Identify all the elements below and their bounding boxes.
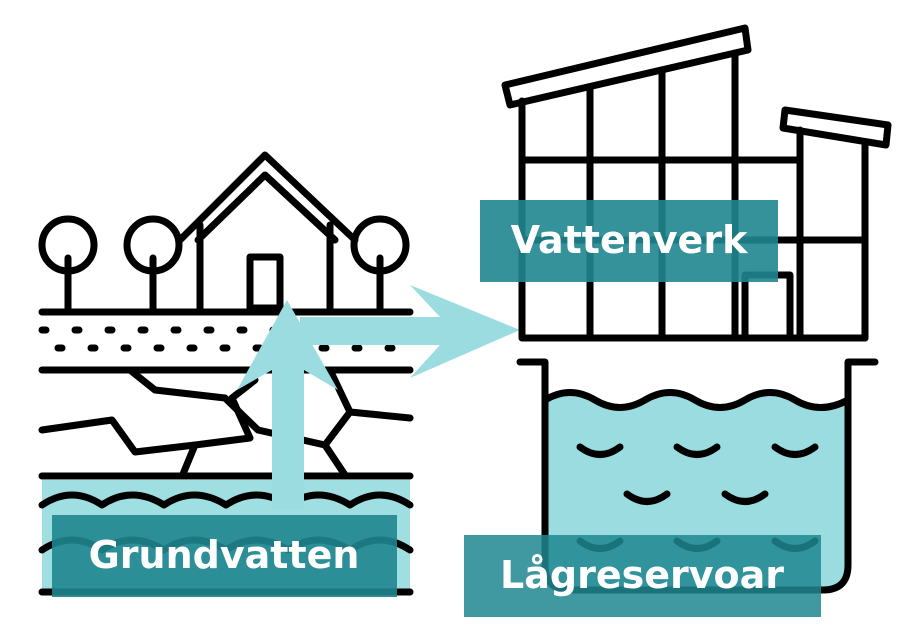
soil-layers [38,308,414,480]
waterworks-building-icon [501,24,892,342]
waterworks-label-text: Vattenverk [511,218,748,262]
trees-icon [38,215,410,312]
house-icon [176,151,359,312]
waterworks-label: Vattenverk [480,200,778,282]
groundwater-label: Grundvatten [52,515,397,597]
reservoir-label: Lågreservoar [464,535,821,617]
groundwater-label-text: Grundvatten [89,533,360,577]
reservoir-label-text: Lågreservoar [500,553,784,597]
flow-arrow-icon [237,285,520,510]
